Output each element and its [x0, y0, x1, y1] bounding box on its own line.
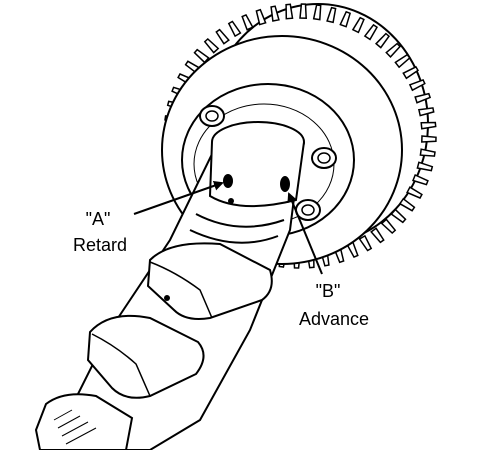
bolt — [199, 105, 225, 127]
gear-tooth — [414, 92, 432, 104]
small-hole — [164, 295, 170, 301]
label-advance: Advance — [298, 309, 370, 329]
gear-tooth — [419, 148, 436, 157]
oil-port-a — [223, 174, 233, 188]
cam-lobe — [146, 242, 273, 320]
gear-tooth — [412, 173, 429, 186]
gear-tooth — [394, 53, 411, 69]
gear-tooth — [312, 4, 322, 21]
gear-tooth — [370, 227, 385, 244]
cam-lobe — [86, 314, 205, 399]
oil-port-b — [280, 176, 290, 192]
label-b-letter: "B" — [315, 281, 341, 301]
cam-lobe-edge — [91, 333, 151, 397]
gear-tooth — [241, 13, 254, 31]
hatched-texture — [53, 409, 97, 445]
ring-groove — [189, 229, 279, 244]
gear-tooth — [363, 23, 379, 41]
gear-tooth — [351, 16, 365, 34]
cam-lobe — [34, 393, 134, 450]
gear-tooth — [326, 6, 337, 24]
gear-tooth — [408, 78, 426, 92]
gear-tooth — [420, 121, 437, 130]
bolt — [311, 147, 337, 169]
ring-groove — [195, 213, 285, 228]
gear-tooth — [339, 10, 352, 28]
gear-tooth — [385, 42, 402, 58]
gear-tooth — [390, 208, 407, 224]
gear-tooth — [193, 48, 210, 64]
label-retard: Retard — [72, 235, 128, 255]
gear-tooth — [374, 32, 391, 49]
leader-line-b — [287, 192, 323, 275]
gear-tooth — [421, 135, 437, 143]
bolt — [295, 199, 321, 221]
leader-line-a — [133, 180, 224, 215]
gear-tooth — [215, 28, 230, 45]
gear-tooth — [227, 20, 242, 38]
label-a-letter: "A" — [85, 209, 111, 229]
gear-tooth — [416, 161, 434, 172]
small-hole — [228, 198, 234, 204]
gear-tooth — [285, 3, 294, 20]
gear-tooth — [406, 186, 423, 199]
gear-tooth — [299, 3, 307, 19]
gear-tooth — [380, 218, 397, 235]
gear-tooth — [203, 37, 220, 54]
gear-tooth — [270, 5, 280, 22]
gear-tooth — [255, 8, 267, 26]
gear-tooth — [402, 65, 420, 80]
cam-lobe-edge — [149, 261, 213, 319]
gear-tooth — [358, 234, 373, 252]
gear-tooth — [398, 197, 416, 212]
gear-tooth — [417, 107, 435, 117]
